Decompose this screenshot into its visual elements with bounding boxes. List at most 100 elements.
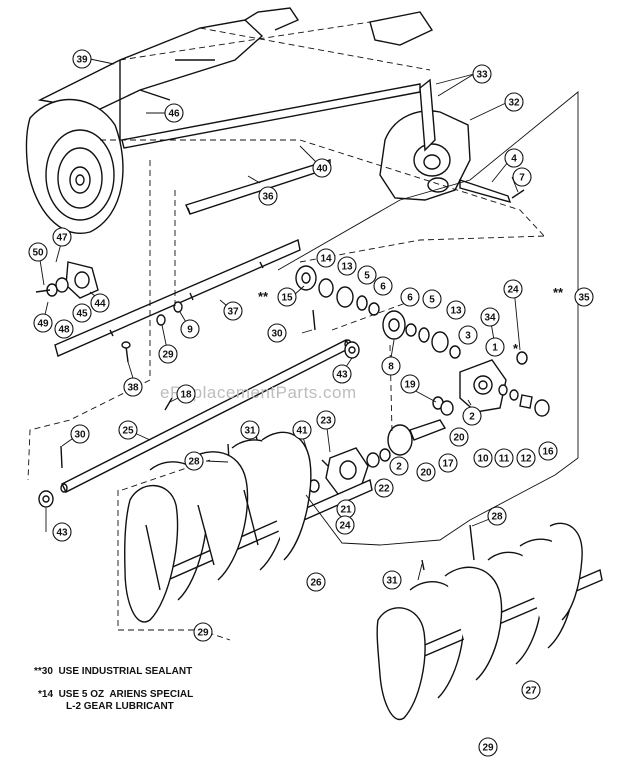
callout-number: 34 <box>484 313 496 324</box>
callout-circle <box>504 92 524 112</box>
callout-number: 27 <box>525 686 537 697</box>
callout-circle <box>28 242 48 262</box>
callout-number: 19 <box>404 380 416 391</box>
double-star-marker: ** <box>258 289 269 304</box>
callout-circle <box>52 227 72 247</box>
callout-c10: 10 <box>473 448 493 468</box>
callout-c6b: 6 <box>400 287 420 307</box>
callout-c37: 37 <box>223 301 243 321</box>
callout-c43a: 43 <box>332 364 352 384</box>
bearing-13a <box>336 286 354 308</box>
bolt-38 <box>121 341 131 363</box>
callout-number: 4 <box>511 154 517 165</box>
callout-circle <box>123 377 143 397</box>
auger-left <box>124 431 373 623</box>
callout-number: 33 <box>476 70 488 81</box>
callout-c8: 8 <box>381 356 401 376</box>
callout-c1: 1 <box>485 337 505 357</box>
callout-circle <box>357 265 377 285</box>
callout-circle <box>184 451 204 471</box>
callout-c29a: 29 <box>158 344 178 364</box>
callout-number: 6 <box>380 282 386 293</box>
callout-number: 41 <box>296 426 308 437</box>
callout-number: 29 <box>482 743 494 754</box>
callout-number: 20 <box>453 433 465 444</box>
callout-circle <box>473 448 493 468</box>
bracket-lines <box>277 91 579 546</box>
callout-circle <box>90 293 110 313</box>
callout-circle <box>54 319 74 339</box>
drive-gear-15 <box>295 265 317 291</box>
callout-c47: 47 <box>52 227 72 247</box>
callout-number: 45 <box>76 309 88 320</box>
callout-circle <box>382 570 402 590</box>
nuts-9-29 <box>156 301 183 326</box>
callout-c28a: 28 <box>184 451 204 471</box>
bearing-flange-assembly <box>35 261 99 299</box>
spacer-6a <box>368 302 380 316</box>
callout-circle <box>374 478 394 498</box>
callout-circle <box>462 406 482 426</box>
callout-number: 46 <box>168 109 180 120</box>
auger-right <box>376 522 603 721</box>
callout-c20b: 20 <box>416 462 436 482</box>
callout-number: 1 <box>492 343 498 354</box>
callout-circle <box>538 441 558 461</box>
callout-circle <box>373 276 393 296</box>
callout-number: 12 <box>520 454 532 465</box>
callout-c29b: 29 <box>193 622 213 642</box>
callout-circle <box>52 522 72 542</box>
callout-c30b: 30 <box>70 424 90 444</box>
callout-circle <box>267 323 287 343</box>
auger-bearing-housing <box>308 447 391 495</box>
callout-number: 50 <box>32 248 44 259</box>
callout-c45: 45 <box>72 303 92 323</box>
callout-c23: 23 <box>316 410 336 430</box>
callout-number: 7 <box>519 173 525 184</box>
washer-5a <box>356 295 368 311</box>
callout-circle <box>478 737 498 757</box>
callout-number: 2 <box>396 462 402 473</box>
callout-circle <box>193 622 213 642</box>
callout-circle <box>240 420 260 440</box>
callout-circle <box>277 287 297 307</box>
callout-number: 48 <box>58 325 70 336</box>
callout-circle <box>389 456 409 476</box>
bearing-14 <box>318 278 334 298</box>
callout-circle <box>72 49 92 69</box>
scraper-bar <box>185 159 331 215</box>
callout-c34: 34 <box>480 307 500 327</box>
callout-c18: 18 <box>176 384 196 404</box>
drive-shaft <box>459 179 512 204</box>
callout-number: 6 <box>407 293 413 304</box>
callout-circle <box>118 420 138 440</box>
callout-number: 3 <box>465 331 471 342</box>
callout-number: 37 <box>227 307 239 318</box>
callout-circle <box>180 319 200 339</box>
callout-c11: 11 <box>494 448 514 468</box>
callout-number: 22 <box>378 484 390 495</box>
callout-circle <box>503 279 523 299</box>
callout-c24a: 24 <box>503 279 523 299</box>
bearing-13b <box>431 331 449 353</box>
callout-circle <box>521 680 541 700</box>
callout-c33: 33 <box>472 64 492 84</box>
callout-c26: 26 <box>306 572 326 592</box>
note-lubricant-line1: *14 USE 5 OZ ARIENS SPECIAL <box>38 689 194 700</box>
callout-c28b: 28 <box>487 506 507 526</box>
callout-number: 5 <box>429 295 435 306</box>
callout-circle <box>312 158 332 178</box>
callout-number: 13 <box>341 262 353 273</box>
callout-circle <box>381 356 401 376</box>
callout-c49: 49 <box>33 313 53 333</box>
callout-c48: 48 <box>54 319 74 339</box>
callout-c20a: 20 <box>449 427 469 447</box>
callout-c2b: 2 <box>389 456 409 476</box>
callout-c32: 32 <box>504 92 524 112</box>
callout-number: 31 <box>386 576 398 587</box>
worm-gear-8 <box>382 310 406 340</box>
callout-c44: 44 <box>90 293 110 313</box>
callout-c9: 9 <box>180 319 200 339</box>
callout-number: 28 <box>491 512 503 523</box>
